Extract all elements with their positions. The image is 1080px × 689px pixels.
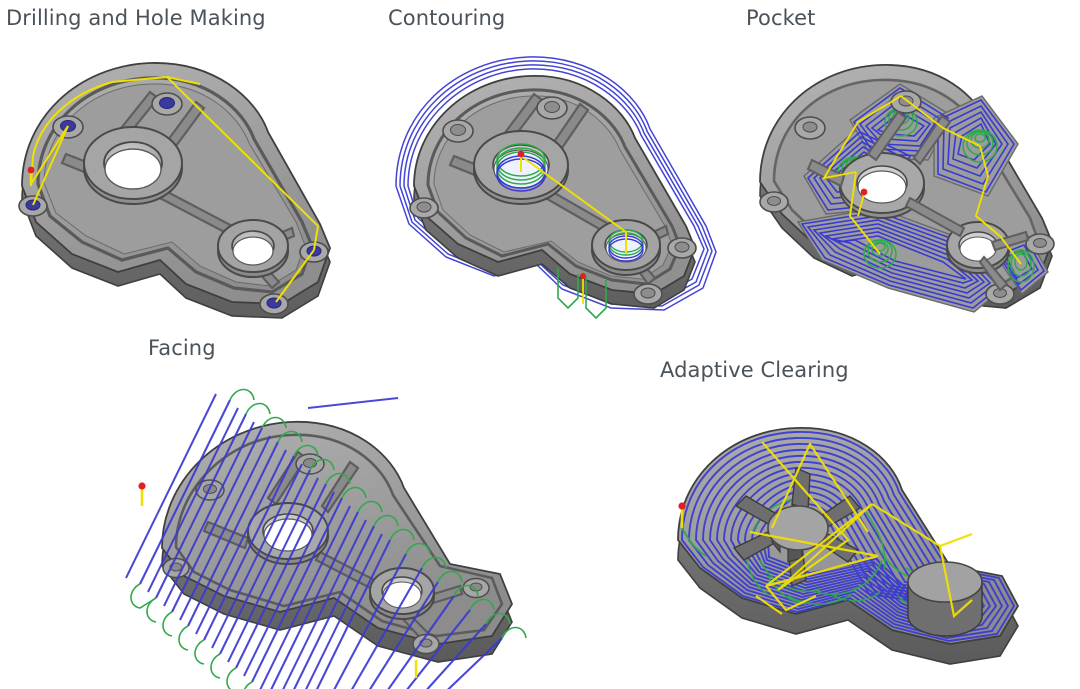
start-marker-contouring [517, 150, 525, 158]
drill-hole [18, 195, 48, 217]
panel-title-adaptive: Adaptive Clearing [660, 358, 849, 382]
cad-view-drilling[interactable] [0, 36, 360, 326]
rapid-moves-drilling [30, 76, 319, 303]
cad-view-contouring[interactable] [378, 36, 748, 341]
start-marker-adaptive [678, 502, 707, 557]
rapid-moves-pocket [822, 95, 1022, 265]
panel-drilling: Drilling and Hole Making [0, 0, 380, 330]
panel-title-facing: Facing [148, 336, 216, 360]
panel-title-pocket: Pocket [746, 6, 816, 30]
start-marker-facing [138, 482, 146, 506]
facing-passes [125, 393, 399, 689]
facing-turn-loops [130, 388, 527, 689]
bolt-hole-bosses-contouring [409, 96, 697, 305]
panel-facing: Facing [120, 330, 560, 689]
rapid-moves-contouring [520, 155, 627, 254]
secondary-bore-drilling [217, 219, 289, 278]
drill-hole [259, 293, 289, 315]
part-body-contouring [409, 75, 697, 309]
panel-title-contouring: Contouring [388, 6, 506, 30]
drilling-svg [18, 62, 331, 319]
facing-passes-main [139, 399, 503, 689]
contouring-svg [395, 56, 717, 320]
panel-title-drilling: Drilling and Hole Making [6, 6, 266, 30]
start-marker-pocket [860, 188, 868, 196]
adaptive-svg [677, 427, 1020, 665]
start-marker-tail-contouring [580, 273, 586, 279]
pocket-svg [759, 64, 1055, 313]
panel-contouring: Contouring [378, 0, 748, 345]
cad-view-adaptive[interactable] [620, 400, 1060, 689]
panel-adaptive: Adaptive Clearing [620, 352, 1080, 689]
cad-view-facing[interactable] [120, 378, 560, 689]
part-body-drilling [21, 62, 331, 319]
central-bore-facing [247, 502, 329, 565]
facing-svg [125, 388, 527, 689]
cad-view-pocket[interactable] [738, 36, 1080, 331]
drill-hole [151, 92, 183, 116]
panel-pocket: Pocket [738, 0, 1080, 335]
secondary-bore-pocket [946, 221, 1010, 274]
central-bore-drilling [83, 126, 183, 205]
part-bosses-pocket [759, 90, 1055, 305]
cylindrical-boss-adaptive [907, 561, 983, 637]
lead-tails-contouring [557, 268, 607, 320]
secondary-bore-facing [369, 567, 435, 620]
start-marker-drilling [27, 166, 35, 186]
rapid-moves-adaptive [749, 441, 973, 619]
